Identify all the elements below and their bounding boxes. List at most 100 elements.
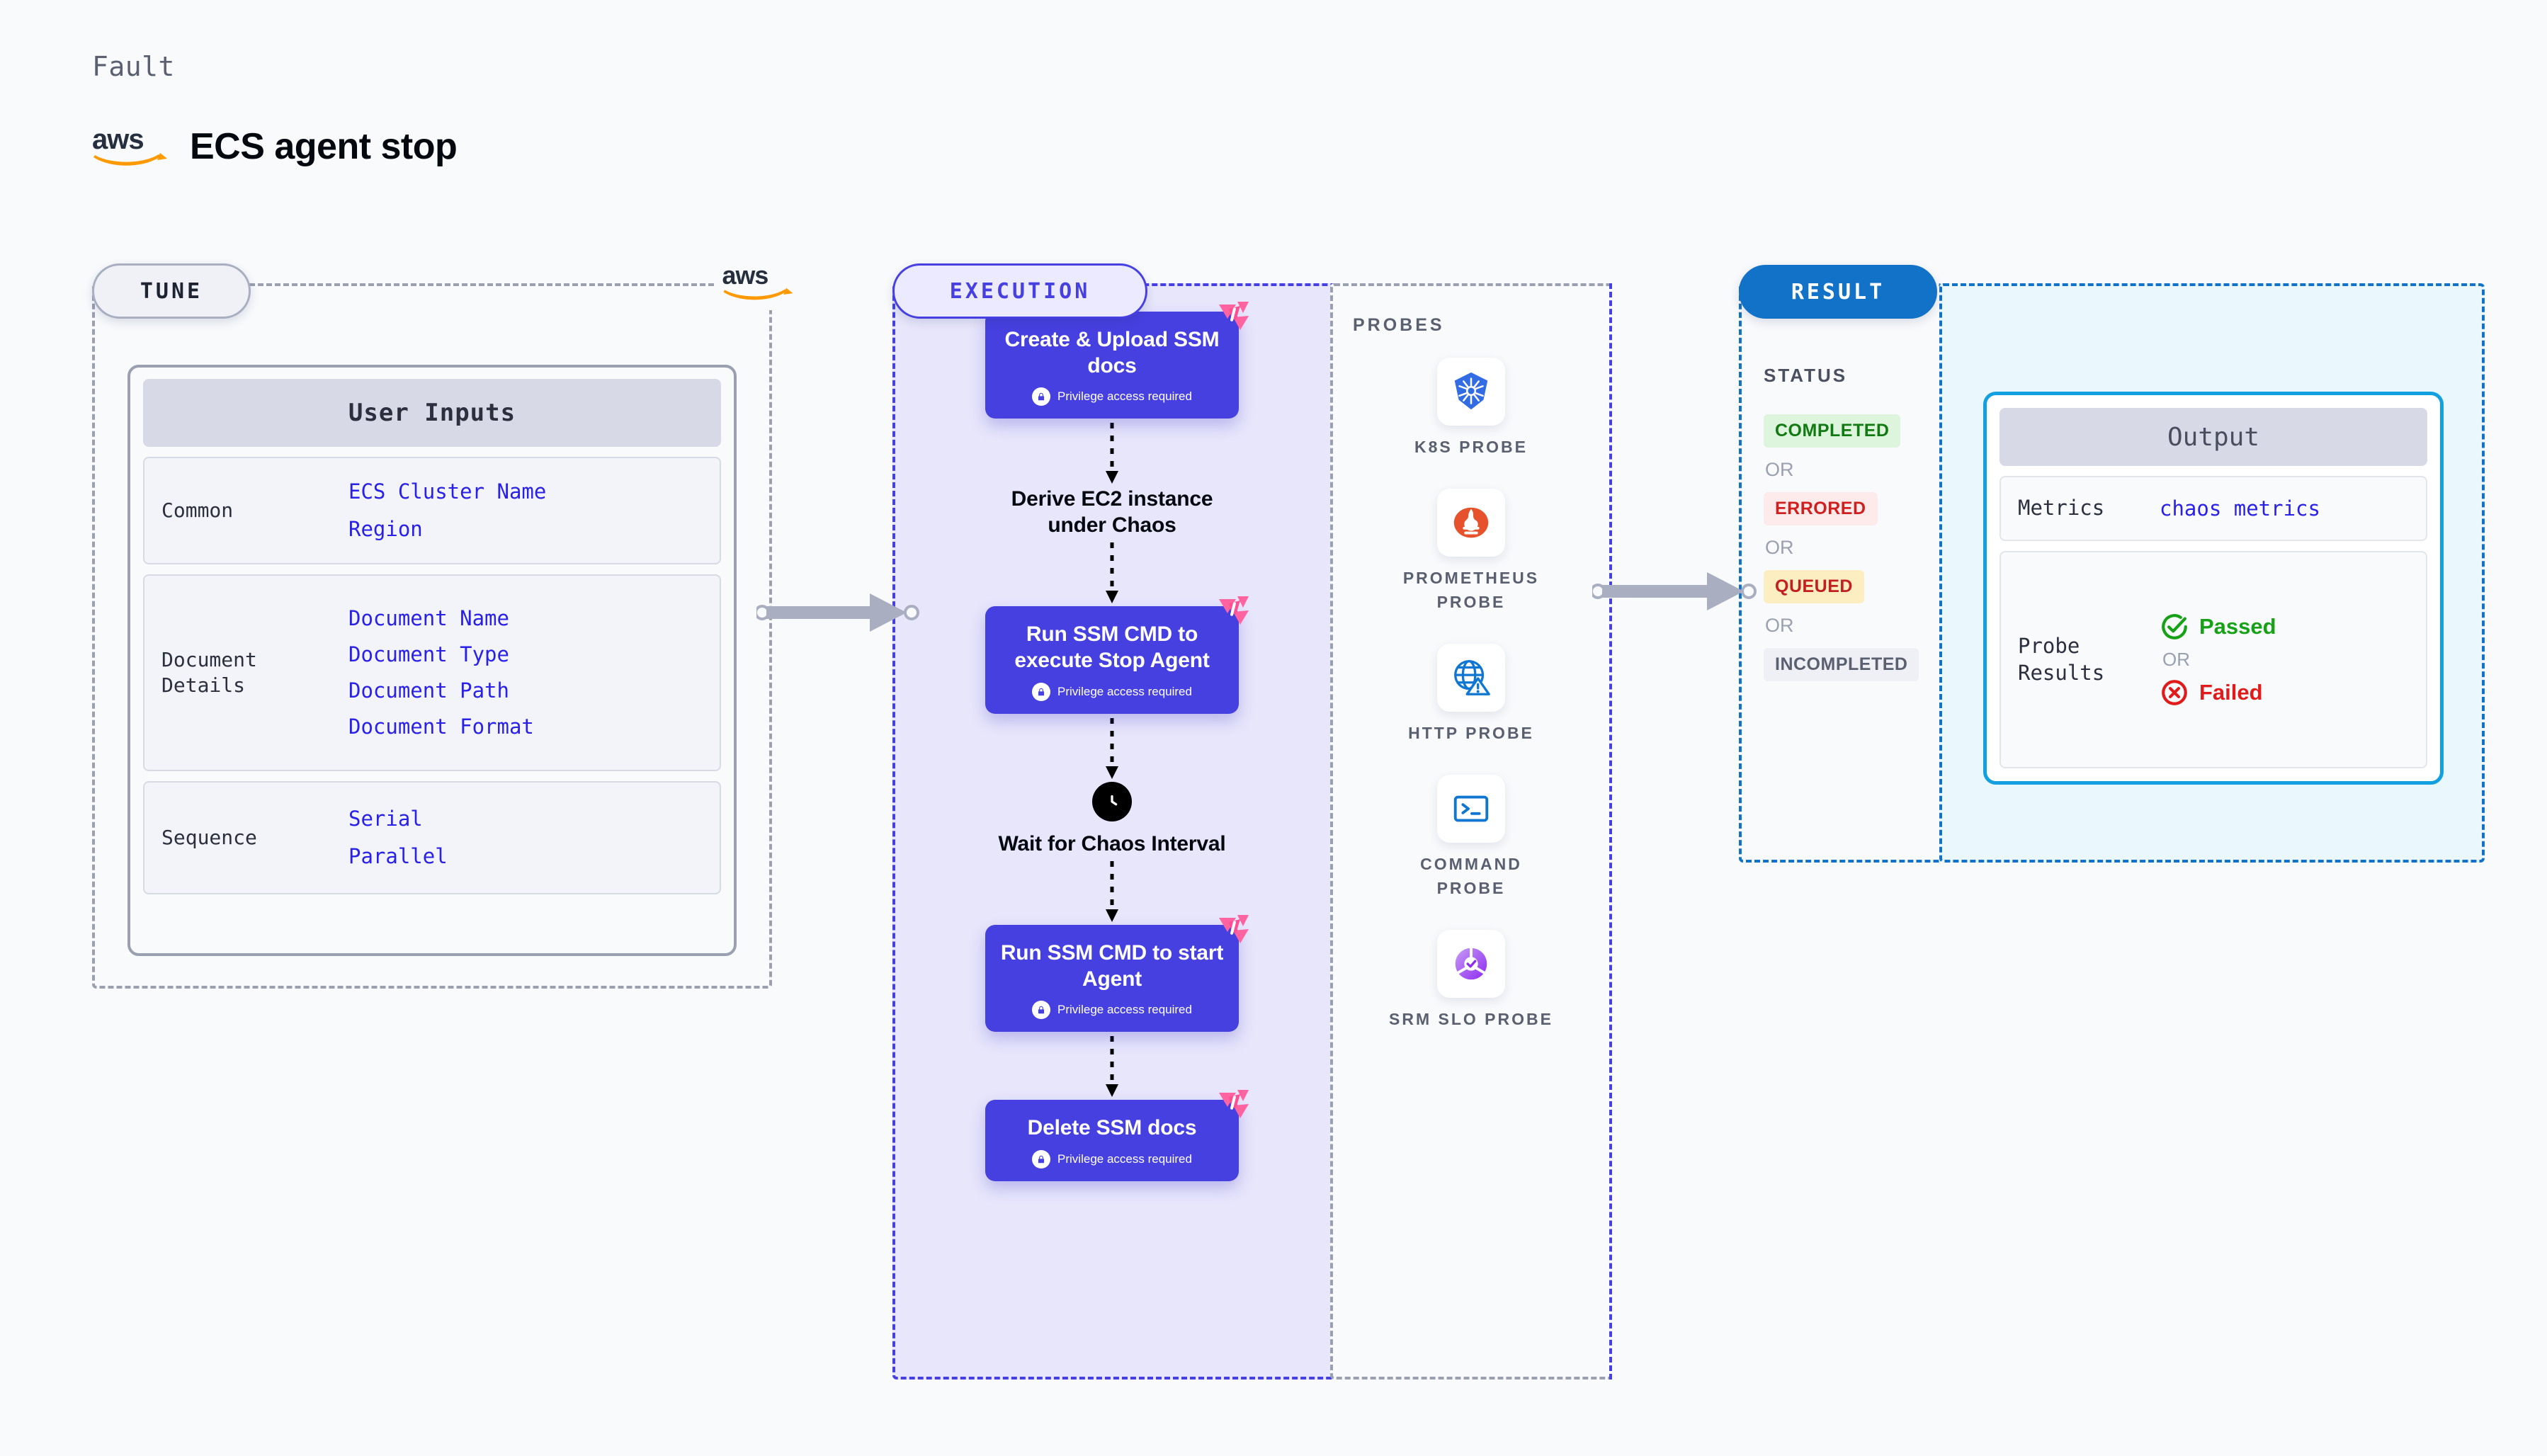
privilege-label: Privilege access required bbox=[1057, 1151, 1192, 1166]
privilege-label: Privilege access required bbox=[1057, 1003, 1192, 1017]
lock-icon bbox=[1032, 1149, 1051, 1168]
tune-group-values: Document Name Document Type Document Pat… bbox=[348, 608, 534, 737]
probe-results-values: Passed OR Failed bbox=[2160, 612, 2276, 707]
fault-title-row: aws ECS agent stop bbox=[91, 122, 458, 171]
status-or: OR bbox=[1765, 537, 1794, 558]
page-title: ECS agent stop bbox=[190, 126, 458, 167]
lock-icon bbox=[1032, 682, 1051, 701]
tune-value-document-format[interactable]: Document Format bbox=[348, 715, 534, 739]
tune-group-sequence: Sequence Serial Parallel bbox=[143, 781, 721, 894]
status-badge-incompleted: INCOMPLETED bbox=[1764, 648, 1919, 681]
status-list: COMPLETED OR ERRORED OR QUEUED OR INCOMP… bbox=[1764, 414, 1919, 681]
flow-arrow bbox=[1106, 423, 1118, 484]
passed-label: Passed bbox=[2199, 614, 2276, 639]
step-delete-ssm-docs[interactable]: Delete SSM docs Privilege access require… bbox=[985, 1090, 1249, 1181]
tune-group-values: Serial Parallel bbox=[348, 809, 448, 867]
tune-value-serial[interactable]: Serial bbox=[348, 807, 423, 831]
output-card: Output Metrics chaos metrics Probe Resul… bbox=[1983, 392, 2444, 785]
user-inputs-title: User Inputs bbox=[143, 379, 721, 447]
tune-group-label: Sequence bbox=[161, 826, 257, 850]
user-inputs-card: User Inputs Common ECS Cluster Name Regi… bbox=[127, 365, 737, 956]
flow-arrow bbox=[1106, 542, 1118, 604]
probe-item-k8s[interactable]: K8S PROBE bbox=[1365, 358, 1577, 459]
tune-aws-logo: aws bbox=[715, 256, 799, 310]
step-title: Run SSM CMD to execute Stop Agent bbox=[1014, 622, 1210, 672]
status-badge-completed: COMPLETED bbox=[1764, 414, 1901, 448]
tune-group-label: Document Details bbox=[161, 648, 257, 697]
probe-label: K8S PROBE bbox=[1414, 438, 1528, 456]
step-privilege-note: Privilege access required bbox=[995, 387, 1229, 406]
privilege-label: Privilege access required bbox=[1057, 389, 1192, 404]
tune-group-values: ECS Cluster Name Region bbox=[348, 482, 546, 540]
tune-tag: TUNE bbox=[92, 263, 251, 319]
status-title: STATUS bbox=[1764, 365, 1848, 386]
lock-icon bbox=[1032, 387, 1051, 406]
lock-icon bbox=[1032, 1001, 1051, 1020]
litmus-badge-icon bbox=[1212, 1083, 1256, 1127]
step-privilege-note: Privilege access required bbox=[995, 1001, 1229, 1020]
probe-label: PROMETHEUS PROBE bbox=[1402, 569, 1540, 611]
tune-value-document-name[interactable]: Document Name bbox=[348, 606, 509, 630]
cross-circle-icon bbox=[2162, 680, 2187, 705]
output-row-metrics: Metrics chaos metrics bbox=[1999, 476, 2427, 541]
probe-label: COMMAND PROBE bbox=[1420, 855, 1522, 897]
step-derive-ec2-instance: Derive EC2 instance under Chaos bbox=[985, 487, 1239, 538]
step-title: Run SSM CMD to start Agent bbox=[1000, 941, 1224, 991]
status-or: OR bbox=[1765, 615, 1794, 636]
tune-value-ecs-cluster-name[interactable]: ECS Cluster Name bbox=[348, 479, 547, 504]
status-or: OR bbox=[1765, 459, 1794, 480]
check-circle-icon bbox=[2162, 614, 2187, 639]
metrics-key: Metrics bbox=[2018, 496, 2105, 521]
step-run-ssm-cmd-stop-agent[interactable]: Run SSM CMD to execute Stop Agent Privil… bbox=[985, 596, 1249, 714]
probe-results-key: Probe Results bbox=[2018, 633, 2105, 685]
probe-result-failed: Failed bbox=[2160, 678, 2276, 707]
privilege-label: Privilege access required bbox=[1057, 684, 1192, 698]
probe-item-prometheus[interactable]: PROMETHEUS PROBE bbox=[1365, 489, 1577, 614]
litmus-badge-icon bbox=[1212, 589, 1256, 633]
clock-icon bbox=[1092, 781, 1132, 821]
flow-arrow bbox=[1106, 861, 1118, 923]
probes-title: PROBES bbox=[1353, 315, 1445, 335]
kubernetes-icon bbox=[1437, 358, 1505, 426]
tune-group-common: Common ECS Cluster Name Region bbox=[143, 457, 721, 564]
tune-value-document-path[interactable]: Document Path bbox=[348, 678, 509, 703]
step-privilege-note: Privilege access required bbox=[995, 682, 1229, 701]
svg-text:aws: aws bbox=[722, 261, 768, 290]
step-create-upload-ssm-docs[interactable]: Create & Upload SSM docs Privilege acces… bbox=[985, 302, 1249, 419]
tune-value-region[interactable]: Region bbox=[348, 517, 423, 541]
aws-logo: aws bbox=[91, 122, 169, 171]
prometheus-icon bbox=[1437, 489, 1505, 557]
probe-label: SRM SLO PROBE bbox=[1389, 1010, 1553, 1029]
flow-arrow bbox=[1106, 717, 1118, 779]
connector-execution-to-result bbox=[1592, 572, 1757, 610]
tune-value-parallel[interactable]: Parallel bbox=[348, 844, 448, 868]
litmus-badge-icon bbox=[1212, 908, 1256, 952]
probe-item-http[interactable]: HTTP PROBE bbox=[1365, 644, 1577, 745]
probe-item-srm-slo[interactable]: SRM SLO PROBE bbox=[1365, 930, 1577, 1031]
output-row-probe-results: Probe Results Passed OR Failed bbox=[1999, 551, 2427, 768]
failed-label: Failed bbox=[2199, 680, 2263, 705]
probe-result-passed: Passed bbox=[2160, 612, 2276, 642]
probe-item-command[interactable]: COMMAND PROBE bbox=[1365, 775, 1577, 900]
execution-panel-right-edge bbox=[1609, 283, 1612, 1380]
terminal-icon bbox=[1437, 775, 1505, 843]
metrics-value[interactable]: chaos metrics bbox=[2160, 496, 2320, 521]
probes-list: K8S PROBE PROMETHEUS PROBE bbox=[1330, 358, 1612, 1031]
probe-result-or: OR bbox=[2162, 649, 2190, 670]
step-wait-for-chaos-interval: Wait for Chaos Interval bbox=[985, 781, 1239, 858]
http-globe-warning-icon bbox=[1437, 644, 1505, 712]
plain-step-title: Wait for Chaos Interval bbox=[998, 831, 1226, 855]
execution-tag: EXECUTION bbox=[892, 263, 1147, 319]
tune-value-document-type[interactable]: Document Type bbox=[348, 642, 509, 666]
step-title: Delete SSM docs bbox=[1027, 1116, 1197, 1140]
connector-tune-to-execution bbox=[756, 593, 919, 632]
plain-step-title: Derive EC2 instance under Chaos bbox=[1011, 487, 1213, 537]
execution-flow: Create & Upload SSM docs Privilege acces… bbox=[914, 302, 1310, 1181]
output-card-title: Output bbox=[1999, 408, 2427, 466]
step-run-ssm-cmd-start-agent[interactable]: Run SSM CMD to start Agent Privilege acc… bbox=[985, 915, 1249, 1033]
tune-panel bbox=[92, 283, 772, 989]
srm-slo-icon bbox=[1437, 930, 1505, 999]
flow-arrow bbox=[1106, 1036, 1118, 1098]
litmus-badge-icon bbox=[1212, 295, 1256, 339]
status-badge-errored: ERRORED bbox=[1764, 492, 1878, 525]
